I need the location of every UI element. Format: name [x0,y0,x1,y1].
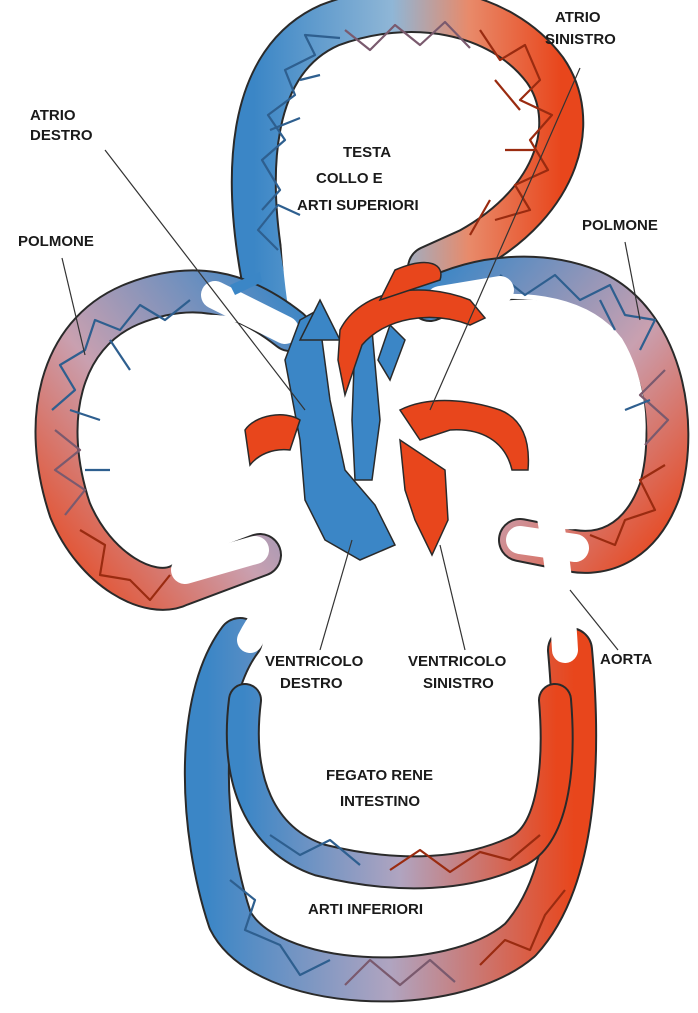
label-aorta: AORTA [600,651,652,668]
label-atrio-destro-2: DESTRO [30,127,93,144]
label-atrio-destro-1: ATRIO [30,107,76,124]
label-ventricolo-destro-1: VENTRICOLO [265,653,364,670]
lower-body-circuit [207,400,574,985]
label-fegato-1: FEGATO RENE [326,767,433,784]
label-atrio-sinistro-2: SINISTRO [545,31,616,48]
label-ventricolo-sinistro-1: VENTRICOLO [408,653,507,670]
label-testa-3: ARTI SUPERIORI [297,197,419,214]
label-testa-1: TESTA [343,144,391,161]
label-arti-inferiori: ARTI INFERIORI [308,901,423,918]
label-polmone-right: POLMONE [582,217,658,234]
label-ventricolo-destro-2: DESTRO [280,675,343,692]
label-testa-2: COLLO E [316,170,383,187]
label-atrio-sinistro-1: ATRIO [555,9,601,26]
label-ventricolo-sinistro-2: SINISTRO [423,675,494,692]
label-polmone-left: POLMONE [18,233,94,250]
label-fegato-2: INTESTINO [340,793,420,810]
